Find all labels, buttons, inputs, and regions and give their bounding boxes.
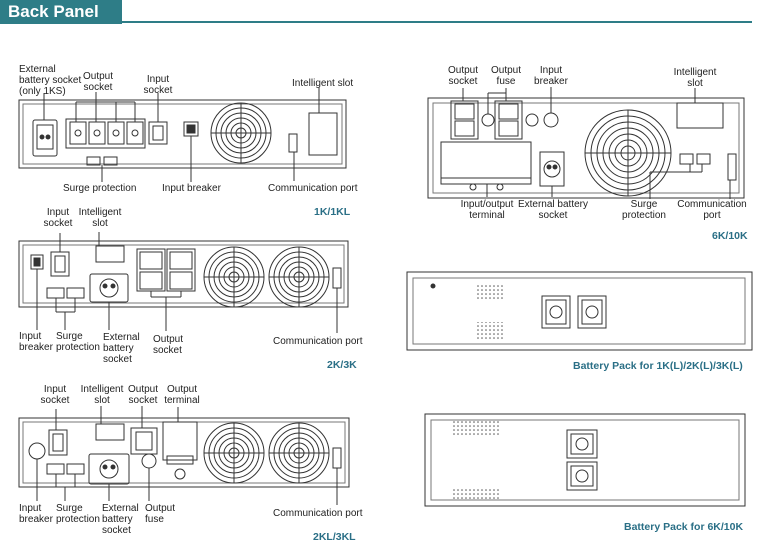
caption-battery-small: Battery Pack for 1K(L)/2K(L)/3K(L) <box>573 360 743 372</box>
model-6k: 6K/10K <box>712 230 748 242</box>
panel-6k-drawing <box>427 87 745 199</box>
output-socket-group-2k <box>136 248 196 292</box>
battery-pack-small-drawing <box>406 271 753 351</box>
label-1k-surge-protection: Surge protection <box>63 183 137 194</box>
model-2k: 2K/3K <box>327 359 357 371</box>
panel-1k-drawing <box>18 88 347 182</box>
caption-battery-6k: Battery Pack for 6K/10K <box>624 521 744 533</box>
label-1k-communication-port: Communication port <box>268 183 358 194</box>
panel-2k-drawing <box>18 232 349 333</box>
label-2kl-communication-port: Communication port <box>273 508 363 519</box>
battery-pack-6k-drawing <box>424 413 746 507</box>
title-rule <box>122 21 752 23</box>
title-bar: Back Panel <box>0 0 122 24</box>
label-2k-communication-port: Communication port <box>273 336 363 347</box>
label-1k-input-breaker: Input breaker <box>162 183 221 194</box>
panel-2kl-drawing <box>18 406 350 505</box>
label-1k-intelligent-slot: Intelligent slot <box>292 78 354 89</box>
page-title: Back Panel <box>8 2 99 21</box>
model-2kl: 2KL/3KL <box>313 531 356 543</box>
model-1k: 1K/1KL <box>314 206 351 218</box>
output-socket-group-1k <box>69 121 144 145</box>
